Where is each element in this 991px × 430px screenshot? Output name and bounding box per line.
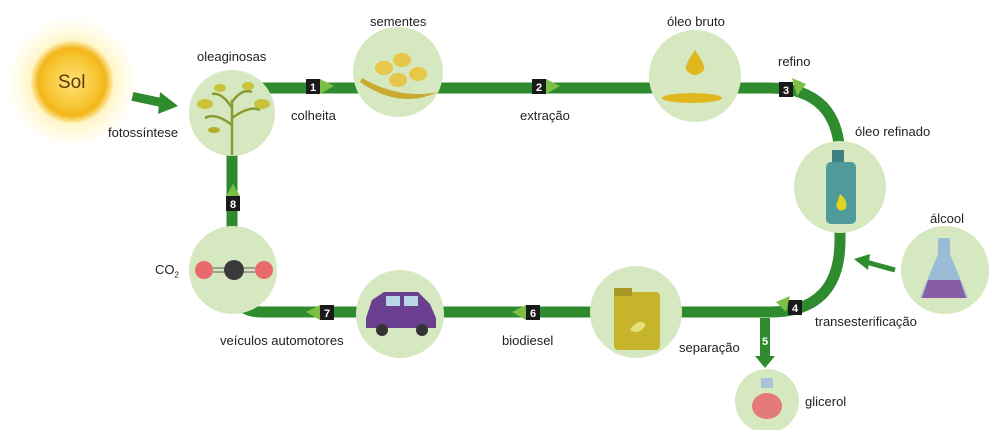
step-3-marker: 3 xyxy=(779,78,806,97)
step-2-marker: 2 xyxy=(532,79,560,94)
node-crude-oil xyxy=(649,30,741,122)
co2-text: CO xyxy=(155,262,175,277)
photosynthesis-label: fotossíntese xyxy=(108,125,179,140)
oilseeds-label: oleaginosas xyxy=(197,49,267,64)
step-5-marker: 5 xyxy=(762,336,768,348)
step-4-number: 4 xyxy=(792,303,799,315)
alcohol-label: álcool xyxy=(930,211,964,226)
step-5-label: separação xyxy=(679,340,740,355)
step-8-number: 8 xyxy=(230,199,236,211)
step-6-label: biodiesel xyxy=(502,333,554,348)
sun-label: Sol xyxy=(58,72,86,93)
node-co2 xyxy=(189,226,277,314)
node-separation xyxy=(590,266,682,358)
sun xyxy=(6,16,138,148)
step-3-label: refino xyxy=(778,54,811,69)
step-8-marker: 8 xyxy=(226,184,240,211)
co2-label: CO2 xyxy=(155,262,179,280)
seeds-label: sementes xyxy=(370,14,427,29)
node-vehicles xyxy=(356,270,444,358)
step-2-label: extração xyxy=(520,108,570,123)
node-glycerol xyxy=(735,369,799,430)
alcohol-arrow xyxy=(854,254,896,273)
node-oilseeds xyxy=(189,70,275,156)
step-2-number: 2 xyxy=(536,82,542,94)
step-5-number: 5 xyxy=(762,336,768,348)
refined-oil-label: óleo refinado xyxy=(855,124,931,139)
step-3-number: 3 xyxy=(783,85,789,97)
step-7-number: 7 xyxy=(324,308,330,320)
step-1-label: colheita xyxy=(291,108,336,123)
glycerol-label: glicerol xyxy=(805,394,847,409)
crude-oil-label: óleo bruto xyxy=(667,14,725,29)
step-6-number: 6 xyxy=(530,308,536,320)
photosynthesis-arrow xyxy=(131,91,178,114)
step-7-marker: 7 xyxy=(306,305,334,320)
node-refined-oil xyxy=(794,141,886,233)
step-4-marker: 4 xyxy=(776,296,802,315)
co2-subscript: 2 xyxy=(174,270,179,280)
step-6-marker: 6 xyxy=(512,305,540,320)
step-1-number: 1 xyxy=(310,82,316,94)
node-seeds xyxy=(353,27,443,117)
step-1-marker: 1 xyxy=(306,79,334,94)
glycerol-arrow xyxy=(755,318,775,368)
node-alcohol xyxy=(901,226,989,314)
step-4-label: transesterificação xyxy=(815,314,917,329)
vehicles-label: veículos automotores xyxy=(220,333,344,348)
